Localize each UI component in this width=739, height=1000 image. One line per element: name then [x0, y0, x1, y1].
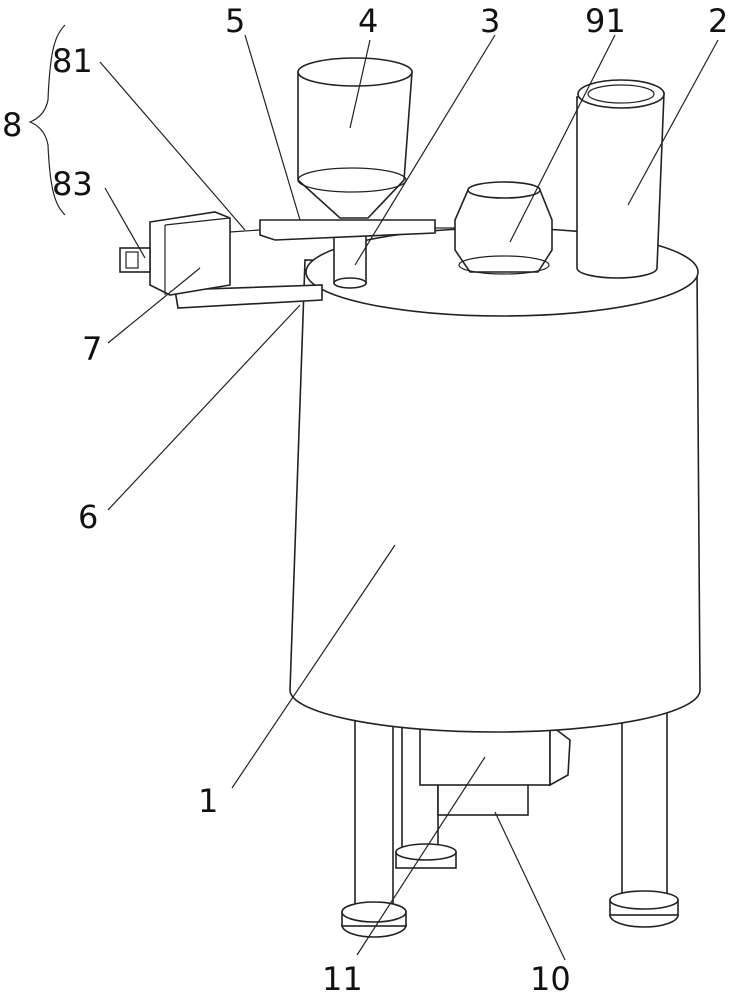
- motor-83: [120, 248, 150, 272]
- label-91: 91: [585, 2, 626, 40]
- leg-right: [610, 700, 678, 927]
- label-3: 3: [480, 2, 500, 40]
- label-5: 5: [225, 2, 245, 40]
- pipe-2: [577, 80, 664, 278]
- label-10: 10: [530, 960, 571, 998]
- leg-front-left: [342, 720, 406, 937]
- label-1: 1: [198, 782, 218, 820]
- motor-91: [455, 182, 552, 274]
- label-6: 6: [78, 498, 98, 536]
- label-11: 11: [322, 960, 363, 998]
- tank-body-1: [290, 228, 700, 732]
- hopper-4: [298, 58, 412, 218]
- label-4: 4: [358, 2, 378, 40]
- bottom-motor-11: [420, 720, 570, 815]
- label-83: 83: [52, 165, 93, 203]
- box-7: [150, 212, 230, 295]
- label-8: 8: [2, 106, 22, 144]
- label-2: 2: [708, 2, 728, 40]
- label-7: 7: [82, 330, 102, 368]
- label-81: 81: [52, 42, 93, 80]
